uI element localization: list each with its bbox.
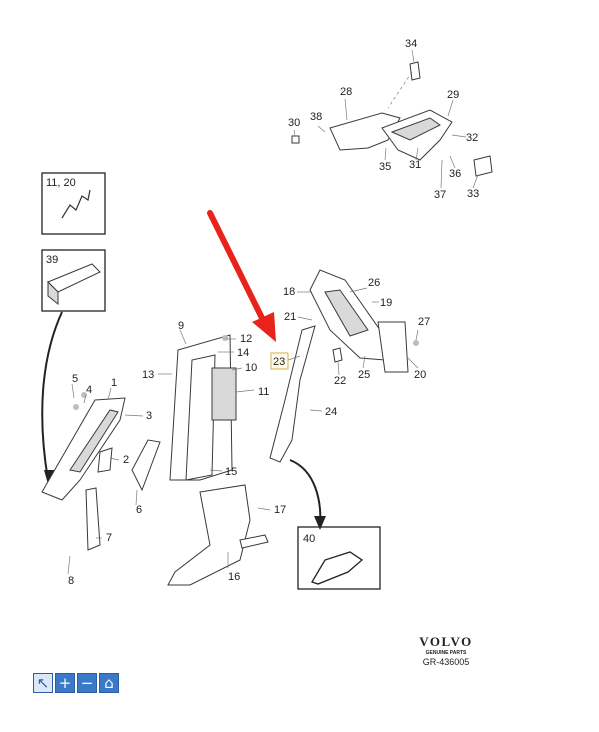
callout-38: 38	[310, 111, 322, 123]
callout-12: 12	[240, 333, 252, 345]
callout-36: 36	[449, 168, 461, 180]
callout-7: 7	[106, 532, 112, 544]
callout-33: 33	[467, 188, 479, 200]
a-pillar-assembly	[41, 392, 161, 551]
inset-label-clip: 11, 20	[46, 177, 76, 189]
callout-5: 5	[72, 373, 78, 385]
zoom-out-icon[interactable]: −	[77, 673, 97, 693]
callout-6: 6	[136, 504, 142, 516]
callout-4: 4	[86, 384, 92, 396]
rear-panel-assembly	[291, 61, 493, 177]
c-pillar-assembly	[269, 269, 419, 463]
callout-18: 18	[283, 286, 295, 298]
highlight-arrow	[207, 210, 276, 342]
callout-13: 13	[142, 369, 154, 381]
callout-30: 30	[288, 117, 300, 129]
callout-15: 15	[225, 466, 237, 478]
callout-31: 31	[409, 159, 421, 171]
callout-22: 22	[334, 375, 346, 387]
diagram-code: GR-436005	[423, 657, 470, 667]
volvo-logo: VOLVO GENUINE PARTS	[419, 634, 472, 656]
callout-27: 27	[418, 316, 430, 328]
callout-1: 1	[111, 377, 117, 389]
callout-26: 26	[368, 277, 380, 289]
callout-23: 23	[273, 356, 285, 368]
callout-25: 25	[358, 369, 370, 381]
callout-35: 35	[379, 161, 391, 173]
callout-9: 9	[178, 320, 184, 332]
brand-subtitle: GENUINE PARTS	[426, 650, 467, 656]
callout-10: 10	[245, 362, 257, 374]
inset-clip	[41, 172, 106, 235]
callout-14: 14	[237, 347, 249, 359]
callout-3: 3	[146, 410, 152, 422]
callout-24: 24	[325, 406, 337, 418]
callout-34: 34	[405, 38, 417, 50]
callout-8: 8	[68, 575, 74, 587]
callout-19: 19	[380, 297, 392, 309]
highlight-box	[270, 352, 289, 370]
viewer-toolbar: ↖ + − ⌂	[33, 673, 119, 693]
callout-28: 28	[340, 86, 352, 98]
brand-name: VOLVO	[419, 634, 472, 649]
callout-11: 11	[258, 386, 269, 398]
callout-21: 21	[284, 311, 296, 323]
home-icon[interactable]: ⌂	[99, 673, 119, 693]
callout-37: 37	[434, 189, 446, 201]
callout-17: 17	[274, 504, 286, 516]
inset-labels: 11, 20 39 40	[46, 177, 315, 545]
callout-32: 32	[466, 132, 478, 144]
callout-2: 2	[123, 454, 129, 466]
callout-29: 29	[447, 89, 459, 101]
inset-seal	[297, 526, 381, 590]
zoom-in-icon[interactable]: +	[55, 673, 75, 693]
inset-handle	[41, 249, 106, 312]
callout-16: 16	[228, 571, 240, 583]
inset-label-handle: 39	[46, 254, 58, 266]
callout-20: 20	[414, 369, 426, 381]
b-pillar-assembly	[167, 334, 269, 586]
cursor-icon[interactable]: ↖	[33, 673, 53, 693]
inset-label-seal: 40	[303, 533, 315, 545]
callout-labels: 1234567891011121314151617181920212223242…	[68, 38, 479, 587]
